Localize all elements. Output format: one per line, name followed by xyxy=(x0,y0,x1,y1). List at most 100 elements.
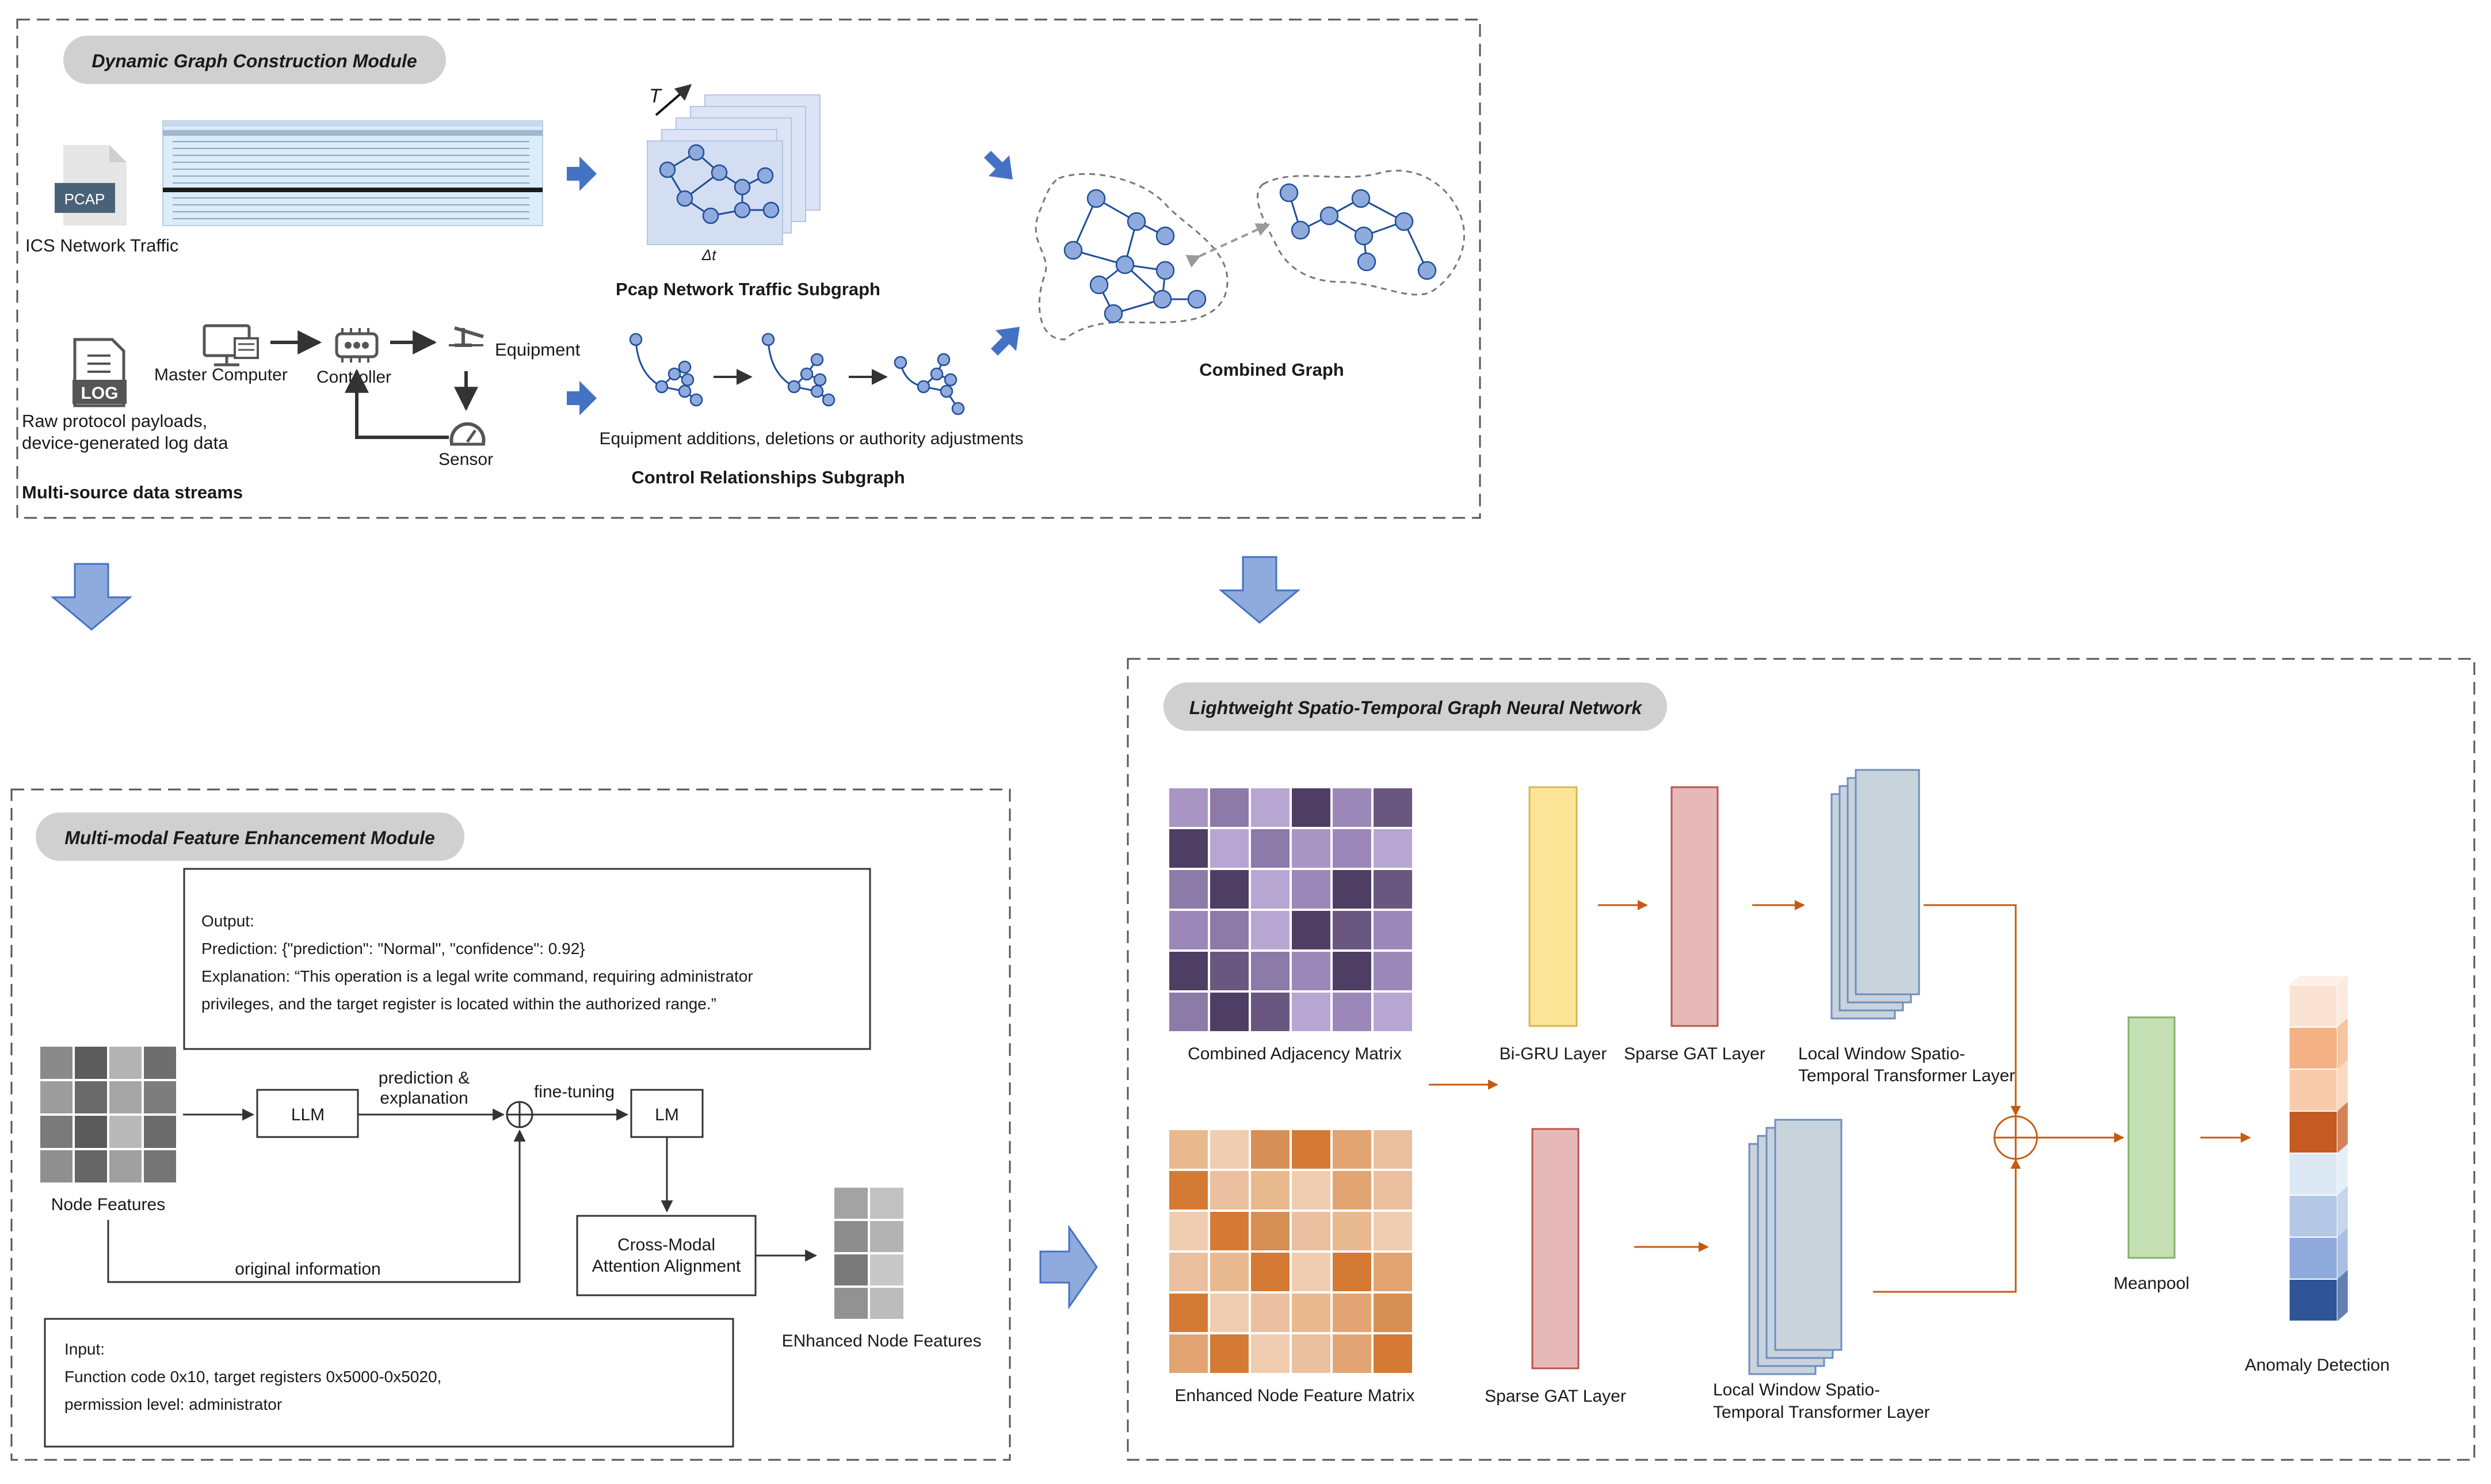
output-prediction: Prediction: {"prediction": "Normal", "co… xyxy=(201,940,585,957)
llm-box xyxy=(256,1089,359,1138)
anomaly-cell xyxy=(2288,1069,2338,1112)
matrix-cell xyxy=(1290,1250,1333,1294)
matrix-cell xyxy=(1249,909,1292,952)
matrix-cell xyxy=(1249,868,1292,911)
log-icon-label: LOG xyxy=(81,384,119,403)
bigru-label: Bi-GRU Layer xyxy=(1500,1044,1607,1063)
matrix-cell xyxy=(1290,1128,1333,1171)
matrix-cell xyxy=(1330,1128,1374,1171)
enhanced-node-feature-matrix-label: Enhanced Node Feature Matrix xyxy=(1175,1386,1415,1405)
down-arrow-left xyxy=(50,563,133,631)
anomaly-cell xyxy=(2288,1195,2338,1238)
control-subgraph-3 xyxy=(894,353,965,415)
matrix-cell xyxy=(1330,1291,1374,1334)
matrix-cell xyxy=(1249,786,1292,829)
matrix-cell xyxy=(1167,1250,1210,1294)
equipment-label: Equipment xyxy=(495,339,581,360)
stgnn-module-frame xyxy=(1127,658,2475,1461)
equipment-changes-label: Equipment additions, deletions or author… xyxy=(599,429,1023,448)
sparse-gat-bottom xyxy=(1531,1128,1580,1369)
matrix-cell xyxy=(1249,1291,1292,1334)
matrix-cell xyxy=(1208,1210,1251,1253)
matrix-cell xyxy=(1330,1169,1374,1212)
anomaly-cell xyxy=(2288,1279,2338,1322)
anomaly-cell xyxy=(2288,1237,2338,1280)
matrix-cell xyxy=(1249,1128,1292,1171)
matrix-cell xyxy=(1371,786,1414,829)
matrix-cell xyxy=(1330,827,1374,870)
matrix-cell xyxy=(1290,949,1333,993)
anomaly-cell xyxy=(2288,1153,2338,1196)
combined-adjacency-matrix xyxy=(1167,786,1414,1033)
matrix-cell xyxy=(1167,868,1210,911)
log-data-line1: Raw protocol payloads, xyxy=(22,411,207,431)
matrix-cell xyxy=(1208,949,1251,993)
matrix-cell xyxy=(1167,990,1210,1033)
master-computer-icon xyxy=(203,324,259,367)
matrix-cell xyxy=(1330,949,1374,993)
matrix-cell xyxy=(1208,990,1251,1033)
input-line1: Function code 0x10, target registers 0x5… xyxy=(64,1368,441,1386)
anomaly-cell-side xyxy=(2337,976,2348,1027)
ics-network-traffic-label: ICS Network Traffic xyxy=(25,235,178,255)
arrow-control-to-combined xyxy=(991,327,1020,356)
llm-label: LLM xyxy=(291,1105,325,1124)
sparse-gat-top-label: Sparse GAT Layer xyxy=(1624,1044,1765,1063)
delta-t-label: Δt xyxy=(701,246,717,264)
sum-node xyxy=(506,1101,533,1128)
matrix-cell xyxy=(1249,1169,1292,1212)
matrix-cell xyxy=(1167,1291,1210,1334)
pcap-subgraph-label: Pcap Network Traffic Subgraph xyxy=(616,279,880,299)
anomaly-cell-side xyxy=(2337,1060,2348,1111)
matrix-cell xyxy=(1290,868,1333,911)
anomaly-cell-side xyxy=(2337,1018,2348,1069)
log-data-line2: device-generated log data xyxy=(22,433,228,453)
matrix-cell xyxy=(1290,909,1333,952)
stgnn-title: Lightweight Spatio-Temporal Graph Neural… xyxy=(1189,697,1643,718)
matrix-cell xyxy=(1371,949,1414,993)
matrix-cell xyxy=(1167,909,1210,952)
sparse-gat-top xyxy=(1670,786,1719,1027)
pcap-subgraph-stack xyxy=(647,94,821,245)
matrix-cell xyxy=(1330,990,1374,1033)
meanpool-label: Meanpool xyxy=(2114,1274,2189,1293)
matrix-cell xyxy=(1371,1169,1414,1212)
dgc-title-pill: Dynamic Graph Construction Module xyxy=(63,36,446,84)
anomaly-stack-top xyxy=(2289,976,2348,985)
matrix-cell xyxy=(1249,827,1292,870)
multisource-label: Multi-source data streams xyxy=(22,482,243,502)
cmaa-label-line1: Cross-Modal xyxy=(617,1235,715,1254)
lwst-top-label-line2: Temporal Transformer Layer xyxy=(1798,1066,2015,1085)
input-title: Input: xyxy=(64,1340,105,1358)
matrix-cell xyxy=(1371,1128,1414,1171)
connector-bottom-to-merge xyxy=(1873,1158,2021,1293)
matrix-cell xyxy=(1290,990,1333,1033)
matrix-cell xyxy=(1208,827,1251,870)
matrix-cell xyxy=(1249,1250,1292,1294)
matrix-cell xyxy=(1371,990,1414,1033)
prediction-explanation-line2: explanation xyxy=(380,1089,468,1108)
lwst-bottom-label-line1: Local Window Spatio- xyxy=(1713,1380,1880,1399)
arrow-control-to-subgraph xyxy=(567,381,597,415)
mfe-module-frame xyxy=(10,788,1011,1461)
mfe-title-pill: Multi-modal Feature Enhancement Module xyxy=(36,812,464,861)
matrix-cell xyxy=(1167,786,1210,829)
matrix-cell xyxy=(1290,1332,1333,1375)
sparse-gat-bottom-label: Sparse GAT Layer xyxy=(1485,1387,1626,1406)
lm-label: LM xyxy=(655,1105,679,1124)
matrix-cell xyxy=(1249,1210,1292,1253)
anomaly-cell-side xyxy=(2337,1186,2348,1237)
controller-label: Controller xyxy=(316,368,391,387)
control-subgraph-label: Control Relationships Subgraph xyxy=(631,467,905,487)
arrow-pcap-to-combined xyxy=(984,151,1013,180)
matrix-cell xyxy=(1167,1169,1210,1212)
anomaly-cell-side xyxy=(2337,1228,2348,1279)
enhanced-node-features-label: ENhanced Node Features xyxy=(782,1332,982,1351)
lwst-top-label-line1: Local Window Spatio- xyxy=(1798,1044,1965,1063)
packet-capture-table xyxy=(162,120,543,226)
matrix-cell xyxy=(1371,1210,1414,1253)
master-computer-label: Master Computer xyxy=(154,365,288,384)
matrix-cell xyxy=(1371,827,1414,870)
node-features-label: Node Features xyxy=(51,1195,165,1214)
anomaly-cell xyxy=(2288,1111,2338,1154)
